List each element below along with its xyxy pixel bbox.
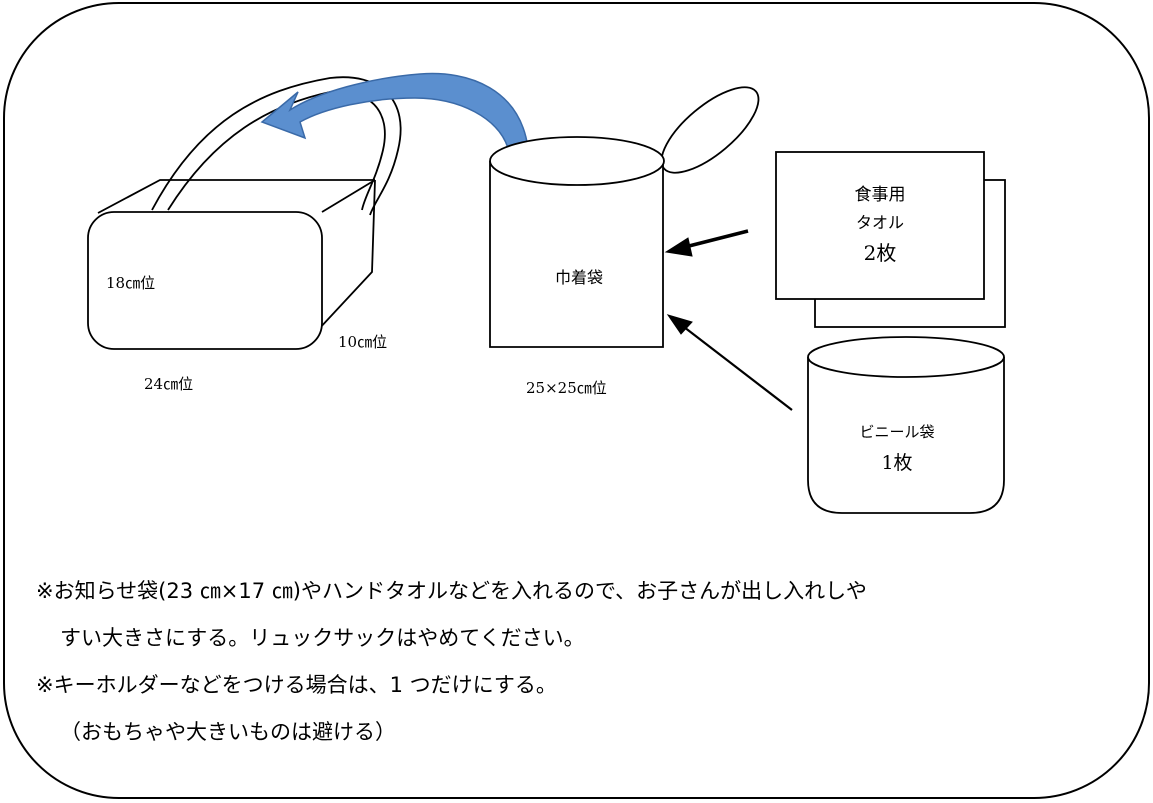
note-line-2: すい大きさにする。リュックサックはやめてください。 — [60, 626, 585, 650]
bag-top-edge — [97, 179, 375, 214]
drawstring-size-label: 25×25㎝位 — [526, 379, 607, 397]
note-line-1: ※お知らせ袋(23 ㎝×17 ㎝)やハンドタオルなどを入れるので、お子さんが出し… — [36, 579, 867, 603]
vinyl-arrow-head — [666, 314, 693, 335]
towel-front — [775, 151, 985, 300]
towel-arrow-head — [664, 237, 693, 257]
lunch-bag-drawing — [87, 76, 402, 350]
vinyl-body — [807, 357, 1005, 514]
bag-depth-label: 10㎝位 — [338, 333, 387, 351]
bag-top-right-edge — [321, 179, 376, 213]
vinyl-opening — [807, 336, 1005, 378]
outer-frame — [3, 2, 1150, 799]
towel-line1: 食事用 — [855, 185, 906, 205]
vinyl-line1: ビニール袋 — [859, 423, 934, 441]
bag-front-panel — [87, 211, 323, 350]
towel-arrow-line — [684, 229, 749, 249]
drawstring-label: 巾着袋 — [555, 268, 603, 287]
bag-width-label: 24㎝位 — [144, 375, 193, 393]
drawstring-opening — [489, 136, 665, 186]
towel-line3: 2枚 — [864, 241, 897, 265]
towel-line2: タオル — [856, 213, 904, 232]
drawstring-bag-drawing — [489, 86, 760, 348]
note-line-4: （おもちゃや大きいものは避ける） — [60, 720, 396, 744]
drawstring-loop — [660, 86, 760, 174]
note-line-3: ※キーホルダーなどをつける場合は、1 つだけにする。 — [36, 673, 557, 697]
bag-height-label: 18㎝位 — [106, 274, 155, 292]
bag-handle-outer — [151, 76, 402, 216]
curved-arrow — [260, 72, 529, 149]
towel-stack — [775, 151, 1006, 328]
bag-side-edge — [317, 179, 376, 331]
vinyl-bag-drawing — [807, 336, 1005, 514]
black-arrows — [664, 229, 793, 411]
vinyl-arrow-line — [683, 326, 793, 411]
vinyl-line2: 1枚 — [881, 452, 912, 474]
drawstring-body — [489, 161, 664, 348]
